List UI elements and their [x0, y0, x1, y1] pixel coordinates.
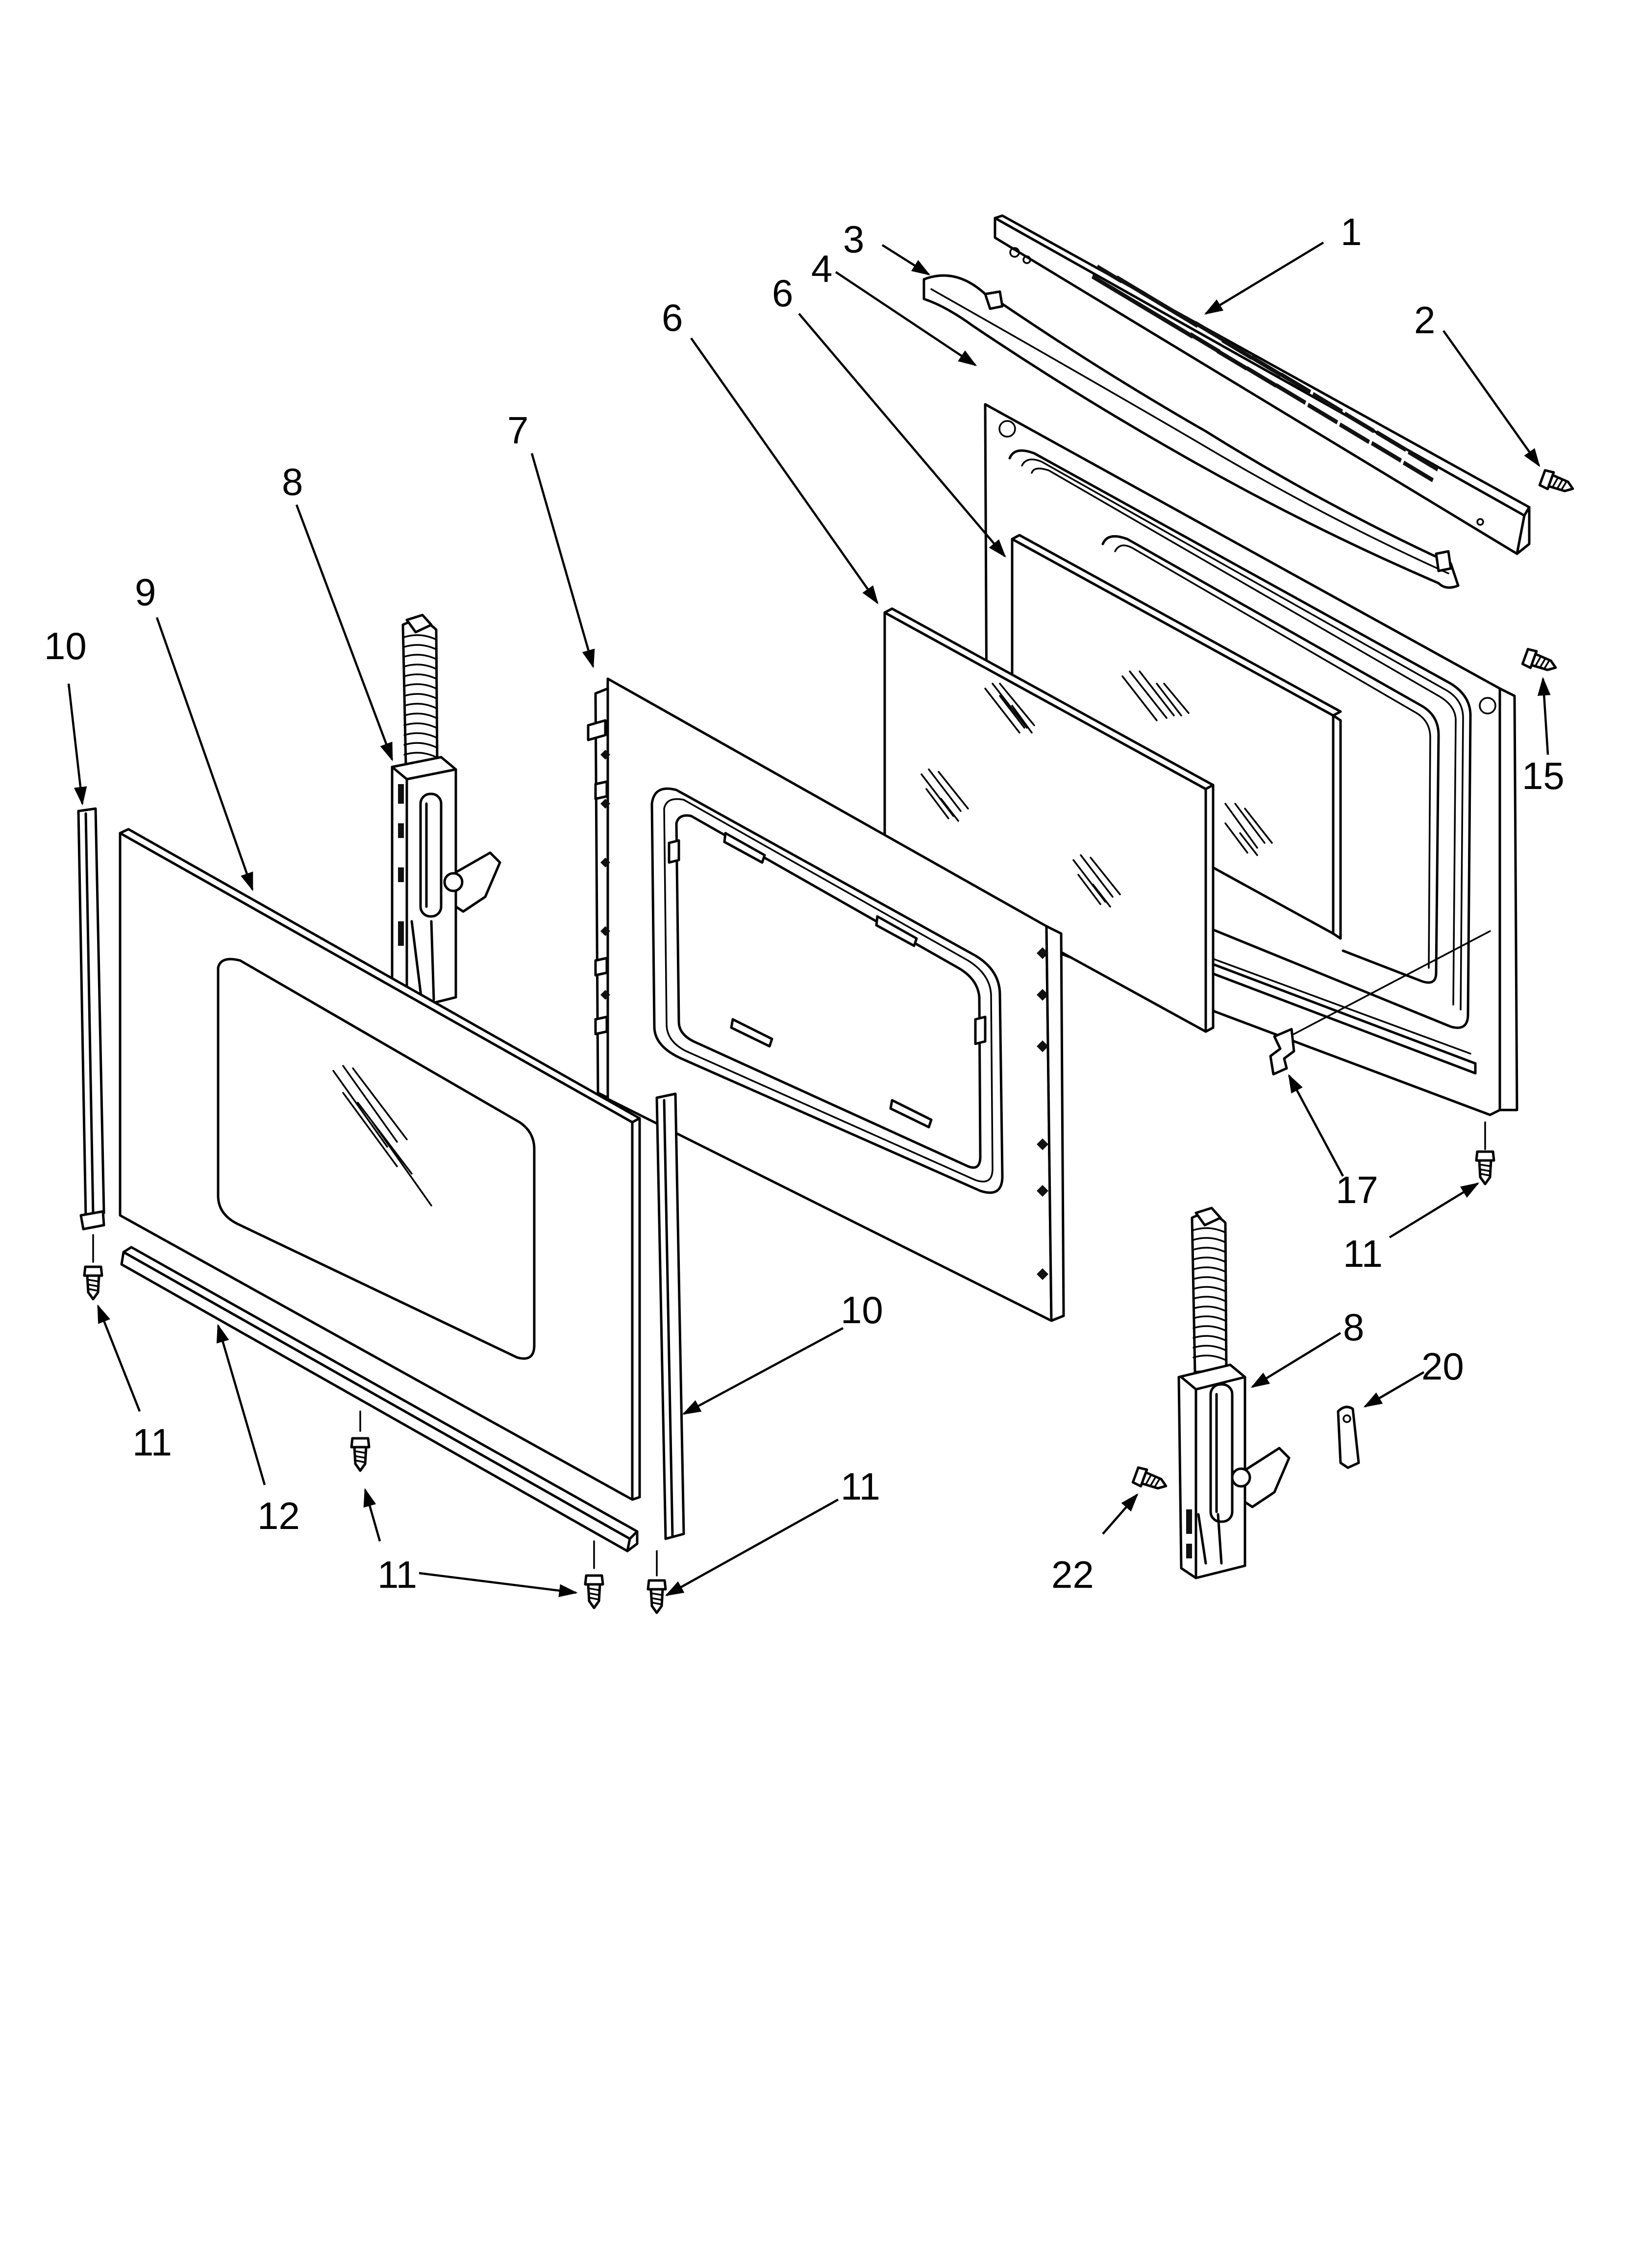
part-8-hinge-left: [391, 614, 501, 1011]
callout-10-b: 10: [841, 1288, 883, 1331]
callout-6-a: 6: [772, 271, 793, 315]
part-7-inner-door-frame: [587, 677, 1065, 1322]
part-22-screw: [1133, 1467, 1169, 1494]
callout-11-a: 11: [1343, 1232, 1383, 1275]
callout-6-b: 6: [662, 296, 683, 339]
guide-lines: [92, 930, 1491, 1577]
part-20-bracket: [1337, 1405, 1360, 1469]
callout-11-d: 11: [377, 1553, 417, 1596]
callout-11-c: 11: [132, 1421, 172, 1464]
part-1-vent-trim: [994, 214, 1531, 555]
part-2-screw: [1540, 469, 1576, 497]
callout-9: 9: [135, 570, 156, 614]
part-3-door-handle: [922, 274, 1460, 589]
callout-15: 15: [1522, 754, 1565, 797]
callout-1: 1: [1341, 210, 1362, 253]
leader-lines: [67, 242, 1551, 1597]
part-11-screw-5: [648, 1580, 666, 1613]
part-10-side-trim-right: [655, 1092, 685, 1540]
callout-3: 3: [843, 218, 864, 261]
callout-22: 22: [1051, 1553, 1094, 1596]
callout-12: 12: [257, 1494, 300, 1537]
part-15-screw: [1522, 648, 1559, 676]
callout-20: 20: [1421, 1345, 1464, 1388]
part-11-screw-4: [585, 1576, 603, 1608]
callout-2: 2: [1414, 298, 1435, 342]
part-9-outer-door: [119, 828, 641, 1501]
part-11-screw-2: [84, 1267, 102, 1299]
callout-11-b: 11: [841, 1465, 880, 1508]
part-8-hinge-right: [1177, 1207, 1291, 1579]
callout-8-b: 8: [1343, 1306, 1364, 1349]
callout-10-a: 10: [44, 624, 87, 667]
part-6-rear-glass: [1011, 534, 1440, 984]
part-11-screw-1: [1476, 1152, 1494, 1184]
part-6-front-glass: [883, 607, 1215, 1033]
callout-labels: 1 2 3 4 6 6 7 8 9 10 15 17 11 10 8 20 11…: [44, 210, 1565, 1596]
callout-7: 7: [507, 409, 528, 452]
part-12-bottom-trim: [120, 1246, 639, 1553]
part-10-side-trim-left: [77, 807, 105, 1231]
callout-17: 17: [1336, 1168, 1378, 1211]
part-11-screw-3: [351, 1438, 369, 1471]
callout-8-a: 8: [282, 460, 303, 503]
part-17-clip: [1269, 1028, 1295, 1076]
callout-4: 4: [811, 247, 832, 290]
